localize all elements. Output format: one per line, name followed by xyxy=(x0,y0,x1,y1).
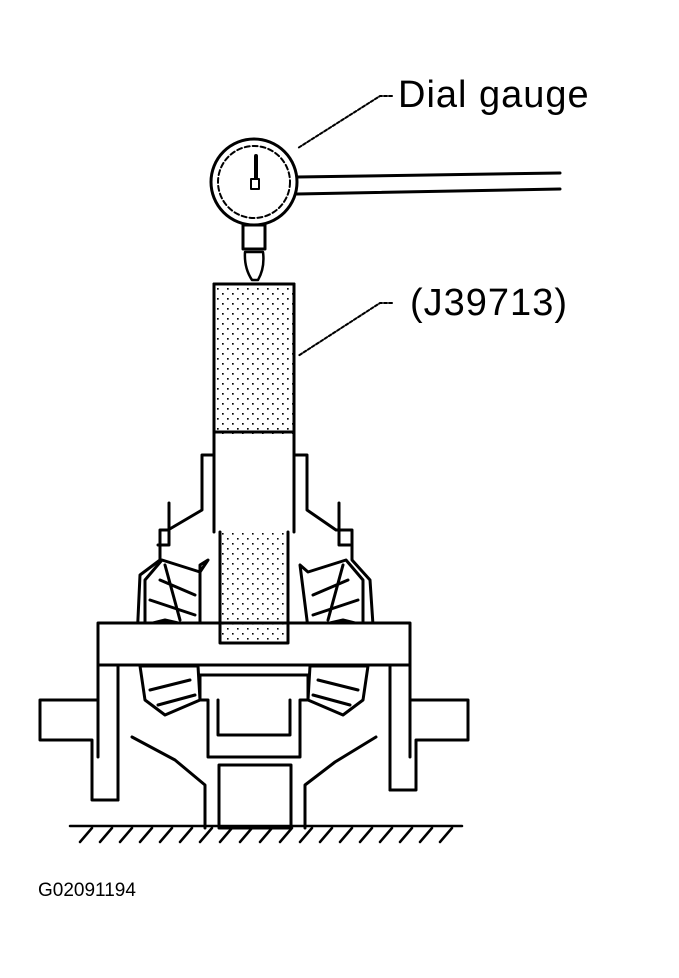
dial-gauge-icon xyxy=(209,137,562,282)
tool-number-label: (J39713) xyxy=(410,282,568,324)
dial-gauge-leader xyxy=(297,95,393,149)
figure-id: G02091194 xyxy=(38,880,136,901)
tool-leader xyxy=(297,302,393,357)
ground-surface xyxy=(68,824,464,844)
differential-case xyxy=(38,453,470,830)
dial-gauge-label: Dial gauge xyxy=(398,74,590,116)
